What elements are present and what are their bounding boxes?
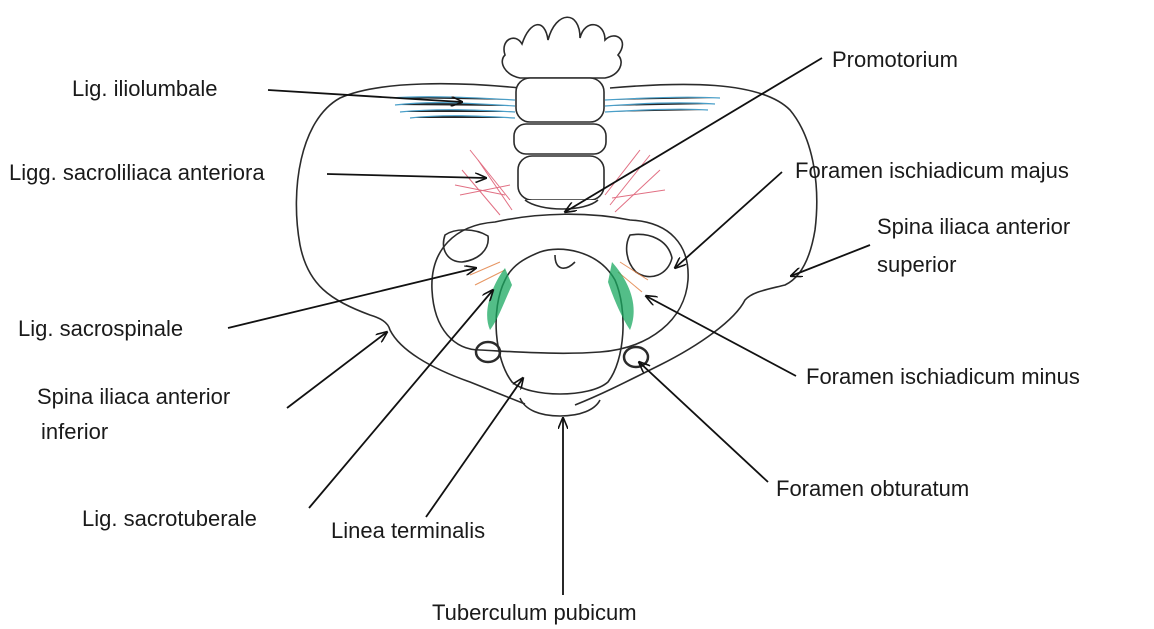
intervertebral-disc [514,124,606,154]
spinous-process [502,17,622,78]
label-spina-inf-line2: inferior [41,419,108,445]
ligg-sacroiliaca-right [605,150,665,212]
label-foramen-majus: Foramen ischiadicum majus [795,158,1069,184]
arrow-spina-inf [287,332,387,408]
label-lig-sacrotuberale: Lig. sacrotuberale [82,506,257,532]
pubic-symphysis [520,398,600,416]
lig-iliolumbale-right [605,97,720,112]
arrow-ligg-sacroiliaca [327,174,486,178]
arrow-foramen-minus [646,296,796,376]
label-spina-sup-line2: superior [877,252,956,278]
label-foramen-obturatum: Foramen obturatum [776,476,969,502]
pelvic-outlet [496,249,623,394]
arrow-foramen-obturatum [639,362,768,482]
sacral-promontory [525,200,598,209]
label-foramen-minus: Foramen ischiadicum minus [806,364,1080,390]
label-spina-sup-line1: Spina iliaca anterior [877,214,1070,240]
label-promotorium: Promotorium [832,47,958,73]
label-spina-inf-line1: Spina iliaca anterior [37,384,230,410]
lig-iliolumbale-left [390,97,515,118]
right-ilium [575,84,817,405]
arrow-lig-sacrospinale [228,268,476,328]
label-tuberculum-pubicum: Tuberculum pubicum [432,600,637,626]
label-lig-iliolumbale: Lig. iliolumbale [72,76,218,102]
arrow-spina-sup [791,245,870,276]
lig-sacrospinale-right [608,262,634,330]
lumbar-vertebra [502,17,622,209]
left-ilium [296,84,525,404]
vertebral-body-1 [516,78,604,122]
ligg-sacroiliaca-left [455,150,512,215]
label-ligg-sacroiliaca: Ligg. sacroliliaca anteriora [9,160,265,186]
arrow-lig-sacrotuberale [309,290,493,508]
label-linea-terminalis: Linea terminalis [331,518,485,544]
sacrum-tip [555,255,575,268]
arrow-lig-iliolumbale [268,90,462,102]
left-ala-inner [444,230,489,262]
arrow-linea-terminalis [426,378,523,517]
foramen-obturatum-right [624,347,648,367]
foramen-obturatum-left [476,342,500,362]
vertebral-body-2 [518,156,604,200]
arrow-foramen-majus [675,172,782,268]
label-lig-sacrospinale: Lig. sacrospinale [18,316,183,342]
